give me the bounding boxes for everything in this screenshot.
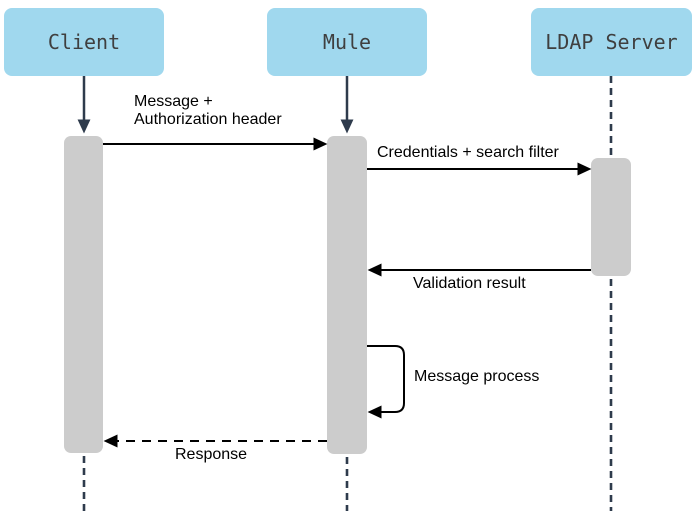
- actor-label-client: Client: [47, 30, 121, 54]
- actor-label-ldap-server: LDAP Server: [545, 30, 678, 54]
- activation-bar-mule: [327, 136, 367, 454]
- actor-box-ldap-server: LDAP Server: [531, 8, 692, 76]
- message-label-message-process: Message process: [414, 368, 540, 385]
- actor-label-mule: Mule: [322, 30, 372, 54]
- message-label-validation-result: Validation result: [413, 275, 526, 292]
- message-process-self-loop-arrow: [367, 345, 405, 419]
- activation-bar-client: [64, 136, 103, 453]
- message-label-auth-line1: Message +: [134, 93, 213, 110]
- activation-bar-ldap: [591, 158, 631, 276]
- message-label-auth: Message + Authorization header: [134, 93, 282, 129]
- actor-box-client: Client: [4, 8, 164, 76]
- message-label-auth-line2: Authorization header: [134, 111, 282, 128]
- message-label-response: Response: [175, 446, 248, 463]
- message-label-credentials: Credentials + search filter: [377, 144, 559, 161]
- actor-box-mule: Mule: [267, 8, 427, 76]
